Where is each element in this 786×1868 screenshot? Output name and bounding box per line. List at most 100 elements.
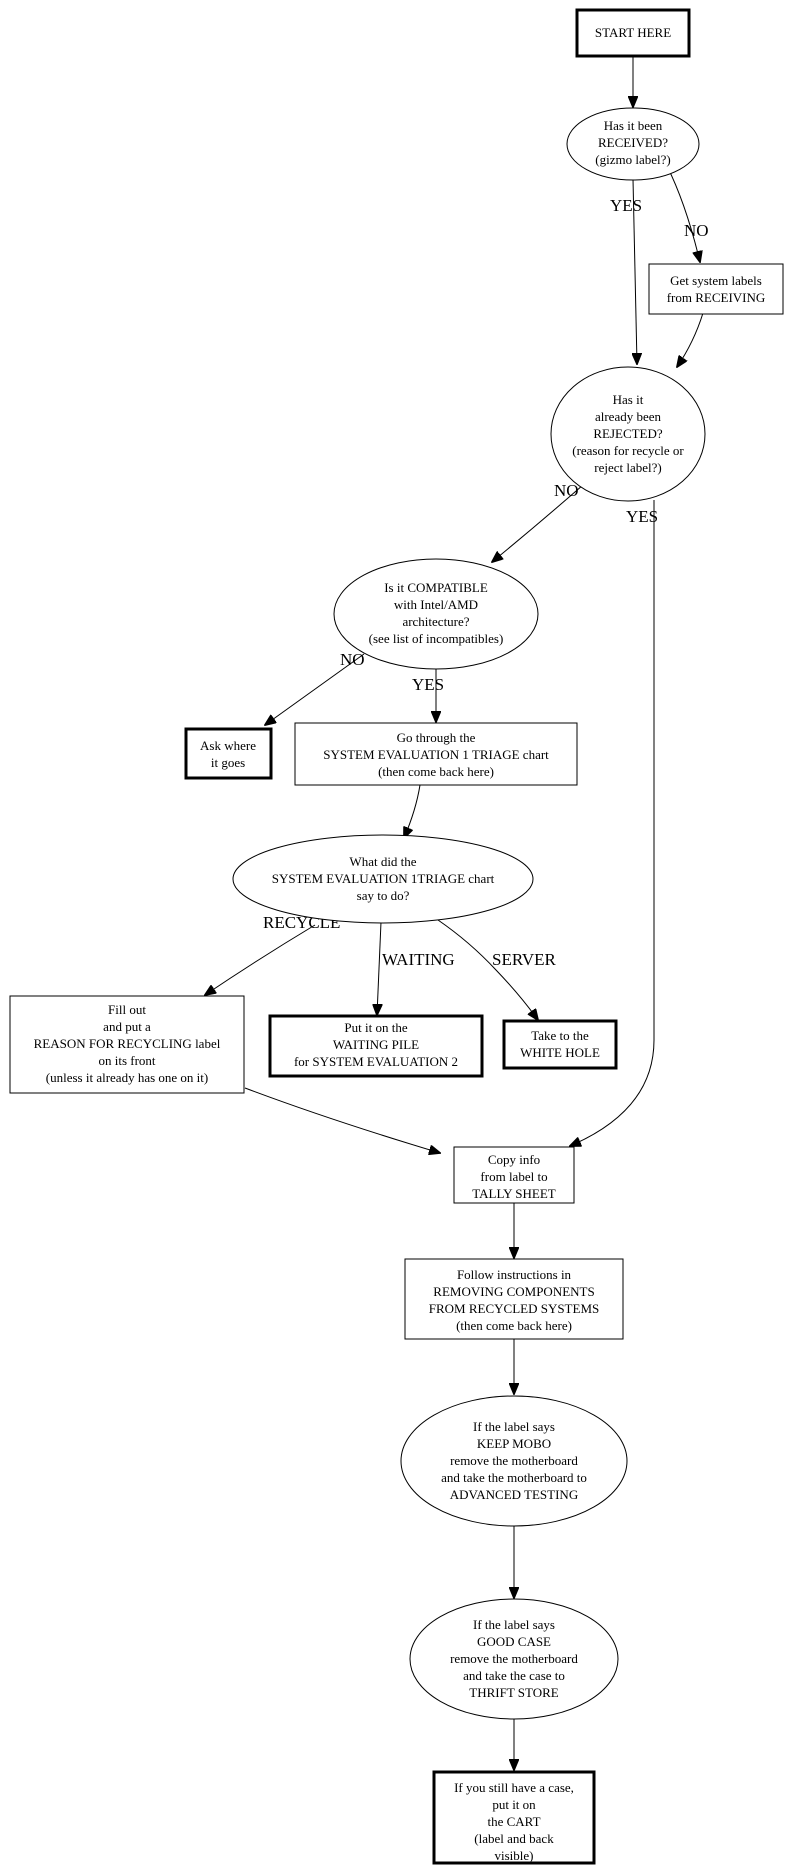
edge-received-no (666, 165, 700, 262)
label-rejected-no: NO (554, 481, 579, 500)
edge-rejected-no (492, 484, 584, 562)
node-text-line: (then come back here) (456, 1318, 572, 1333)
node-text-line: and take the case to (463, 1668, 565, 1683)
node-text-line: (unless it already has one on it) (46, 1070, 208, 1085)
node-text-line: architecture? (402, 614, 469, 629)
edge-fill-out-to-tally (244, 1087, 440, 1153)
node-text-line: If the label says (473, 1419, 555, 1434)
node-text-line: the CART (487, 1814, 540, 1829)
edge-get-labels-to-rejected (677, 312, 704, 367)
node-text-line: and take the motherboard to (441, 1470, 587, 1485)
node-text-line: already been (595, 409, 662, 424)
node-text-line: WHITE HOLE (520, 1045, 600, 1060)
node-cart: If you still have a case, put it on the CA… (432, 1770, 596, 1865)
node-text-line: If the label says (473, 1617, 555, 1632)
node-text-line: Go through the (397, 730, 476, 745)
node-text-line: visible) (495, 1848, 534, 1863)
edge-rejected-yes (570, 500, 655, 1146)
node-text-line: Put it on the (344, 1020, 407, 1035)
node-text-line: Take to the (531, 1028, 589, 1043)
node-follow-instructions: Follow instructions in REMOVING COMPONENT… (404, 1258, 624, 1340)
label-compatible-yes: YES (412, 675, 444, 694)
node-fill-out-recycling-label: Fill out and put a REASON FOR RECYCLING la… (9, 995, 245, 1094)
node-text-line: Get system labels (670, 273, 762, 288)
node-text-line: Is it COMPATIBLE (384, 580, 488, 595)
node-text-line: Ask where (200, 738, 256, 753)
edge-labels: YES NO NO YES NO YES RECYCLE WAITING SER… (263, 196, 709, 969)
node-text-line: with Intel/AMD (394, 597, 478, 612)
node-text-line: Fill out (108, 1002, 146, 1017)
node-text-line: (see list of incompatibles) (369, 631, 504, 646)
node-text-line: REJECTED? (593, 426, 663, 441)
node-text-line: What did the (349, 854, 416, 869)
label-waiting: WAITING (382, 950, 455, 969)
node-text-line: on its front (98, 1053, 155, 1068)
label-server: SERVER (492, 950, 556, 969)
node-text-line: from RECEIVING (667, 290, 766, 305)
node-text-line: (label and back (474, 1831, 554, 1846)
node-get-system-labels: Get system labels from RECEIVING (648, 263, 784, 315)
svg-text:If you still have a case,put i: If you still have a case, put it on the CA… (454, 1780, 574, 1863)
node-text-line: GOOD CASE (477, 1634, 551, 1649)
edge-triage-to-what-did (404, 784, 421, 838)
edge-waiting (377, 921, 381, 1015)
node-text-line: remove the motherboard (450, 1453, 578, 1468)
svg-text:START HERE: START HERE (595, 25, 671, 40)
node-start-here: START HERE (575, 8, 691, 58)
node-text-line: Has it (613, 392, 644, 407)
node-text-line: it goes (211, 755, 245, 770)
edge-server (437, 919, 538, 1020)
edges (205, 57, 704, 1770)
edge-recycle (205, 924, 316, 995)
node-text-line: REMOVING COMPONENTS (433, 1284, 594, 1299)
node-text-line: Copy info (488, 1152, 540, 1167)
node-ask-where: Ask where it goes (184, 727, 273, 780)
label-received-no: NO (684, 221, 709, 240)
node-compatible-question: Is it COMPATIBLE with Intel/AMD architectu… (333, 558, 539, 670)
node-text-line: WAITING PILE (333, 1037, 419, 1052)
label-rejected-yes: YES (626, 507, 658, 526)
node-text-line: (gizmo label?) (595, 152, 670, 167)
node-text-line: SYSTEM EVALUATION 1TRIAGE chart (272, 871, 495, 886)
node-text-line: (then come back here) (378, 764, 494, 779)
node-text-line: KEEP MOBO (477, 1436, 551, 1451)
node-text-line: RECEIVED? (598, 135, 668, 150)
node-text-line: If you still have a case, (454, 1780, 574, 1795)
node-text-line: REASON FOR RECYCLING label (34, 1036, 221, 1051)
label-received-yes: YES (610, 196, 642, 215)
node-text-line: reject label?) (594, 460, 661, 475)
node-text-line: Has it been (604, 118, 663, 133)
label-compatible-no: NO (340, 650, 365, 669)
node-text-line: Follow instructions in (457, 1267, 572, 1282)
node-text-line: and put a (103, 1019, 151, 1034)
edge-compatible-no (265, 653, 365, 725)
node-text-line: remove the motherboard (450, 1651, 578, 1666)
node-text-line: put it on (492, 1797, 536, 1812)
node-text-line: SYSTEM EVALUATION 1 TRIAGE chart (323, 747, 549, 762)
node-text-line: ADVANCED TESTING (450, 1487, 578, 1502)
node-text-line: START HERE (595, 25, 671, 40)
node-text-line: TALLY SHEET (472, 1186, 556, 1201)
edge-received-yes (633, 178, 637, 364)
